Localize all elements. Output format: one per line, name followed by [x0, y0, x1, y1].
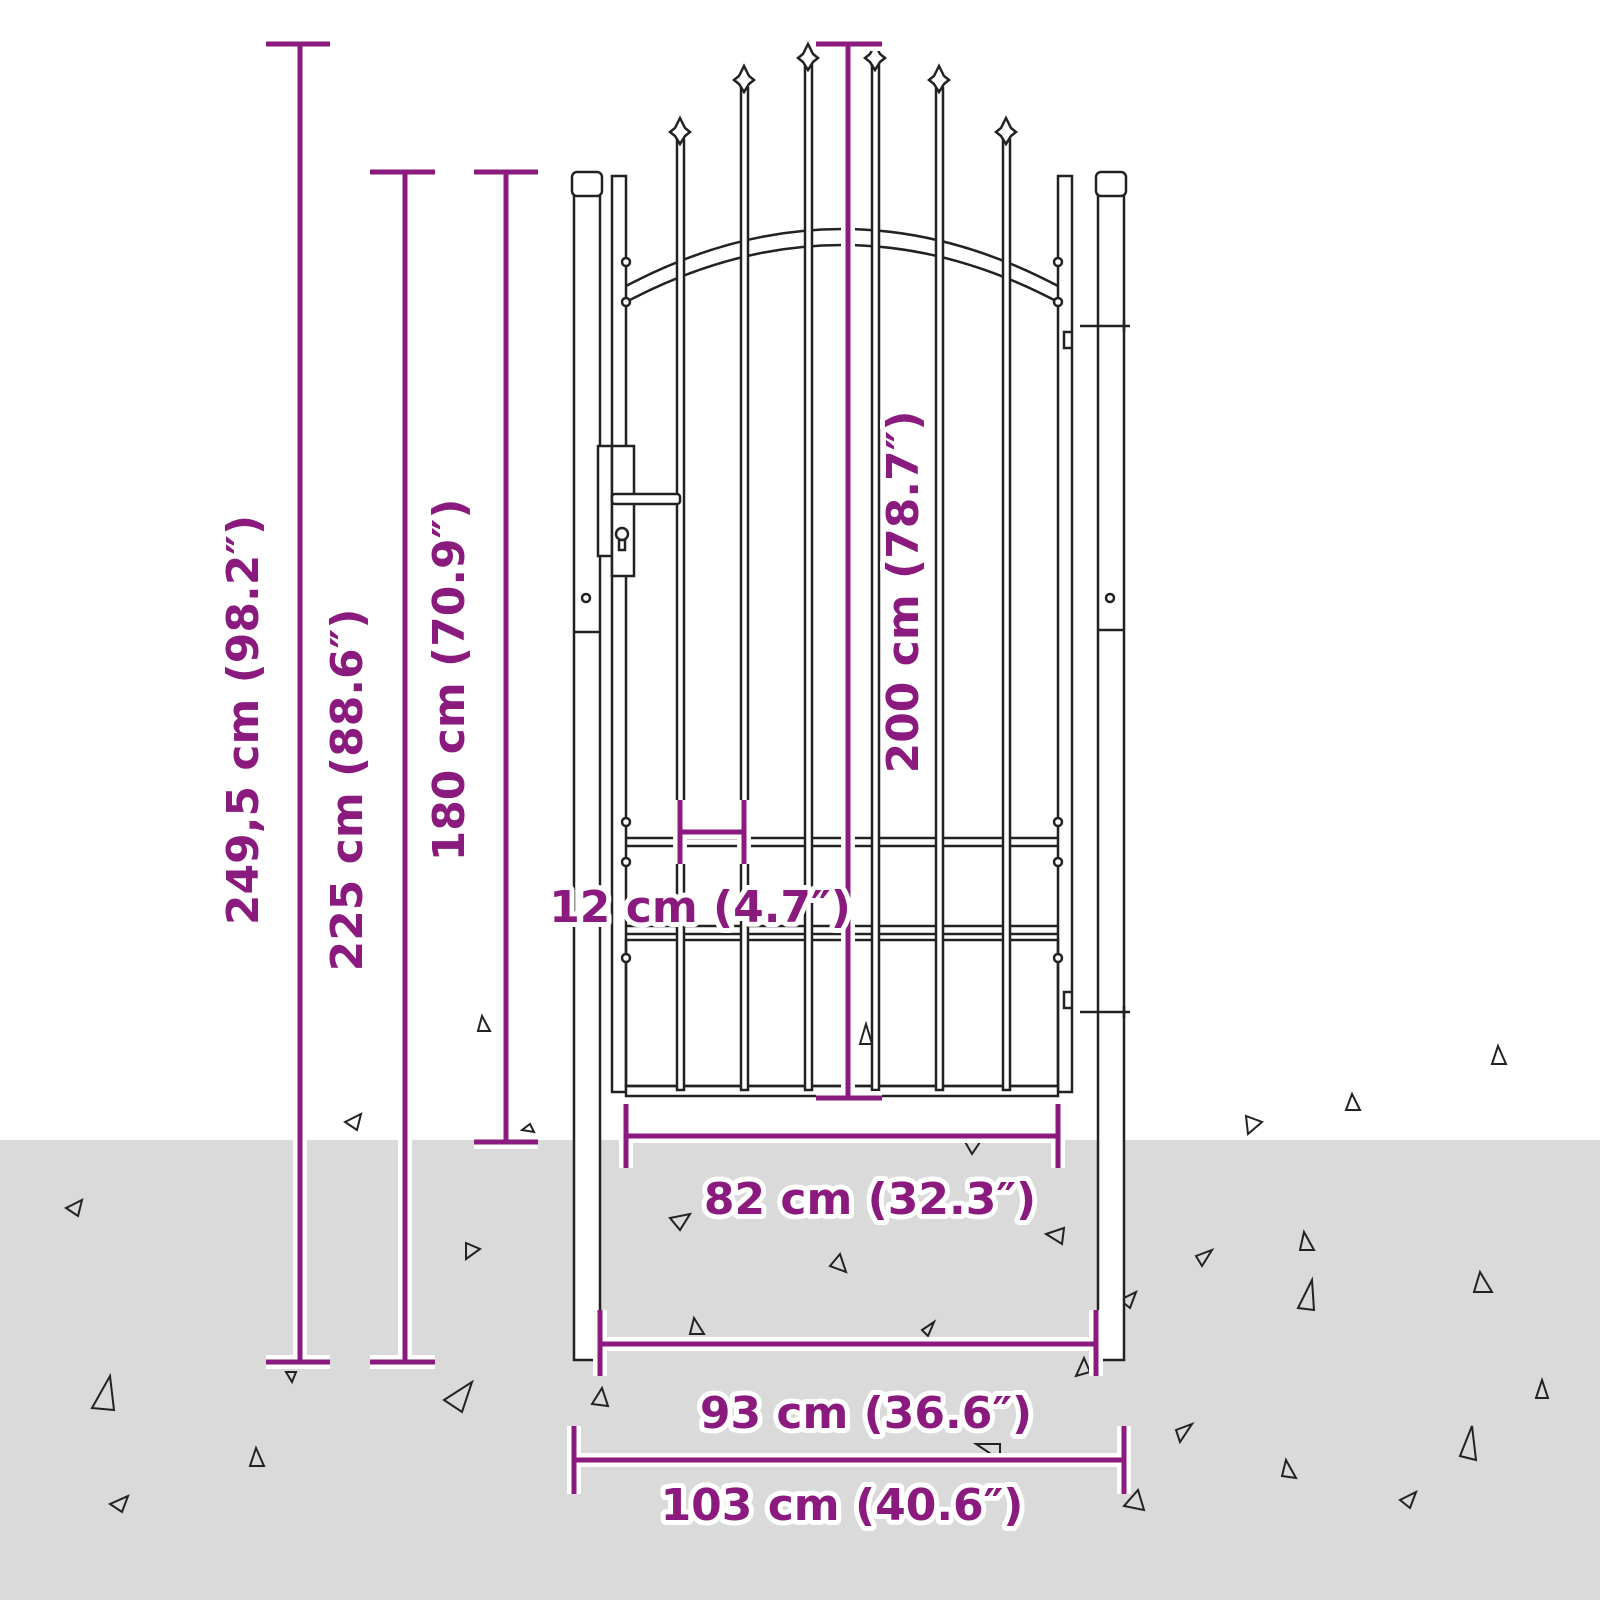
spear-finials: [667, 41, 1019, 147]
dim-inner-post-width-line: [593, 1310, 1103, 1376]
dim-total-height-line: [266, 37, 330, 1369]
label-gate-width: 82 cm (32.3″): [704, 1174, 1036, 1225]
keyhole-icon: [614, 526, 630, 542]
door-handle[interactable]: [610, 492, 682, 506]
label-total-height: 249,5 cm (98.2″): [218, 515, 269, 925]
dim-frame-height-line: [474, 165, 538, 1149]
label-outer-width: 103 cm (40.6″): [661, 1480, 1024, 1531]
ground-area: [0, 1140, 1600, 1600]
gate-lock[interactable]: [596, 444, 682, 578]
dim-gate-height-line: [816, 37, 882, 1105]
label-bar-spacing: 12 cm (4.7″): [549, 882, 851, 933]
label-post-height: 225 cm (88.6″): [322, 609, 373, 972]
dim-bar-spacing-line: [673, 800, 751, 864]
dim-post-height-line: [370, 165, 435, 1369]
label-frame-height: 180 cm (70.9″): [424, 499, 475, 862]
left-post: [570, 170, 604, 1362]
dim-gate-width-line: [619, 1104, 1065, 1168]
right-post: [1080, 170, 1130, 1362]
label-gate-height: 200 cm (78.7″): [878, 411, 929, 774]
label-inner-post-width: 93 cm (36.6″): [700, 1388, 1032, 1439]
dim-outer-width-line: [567, 1426, 1131, 1494]
